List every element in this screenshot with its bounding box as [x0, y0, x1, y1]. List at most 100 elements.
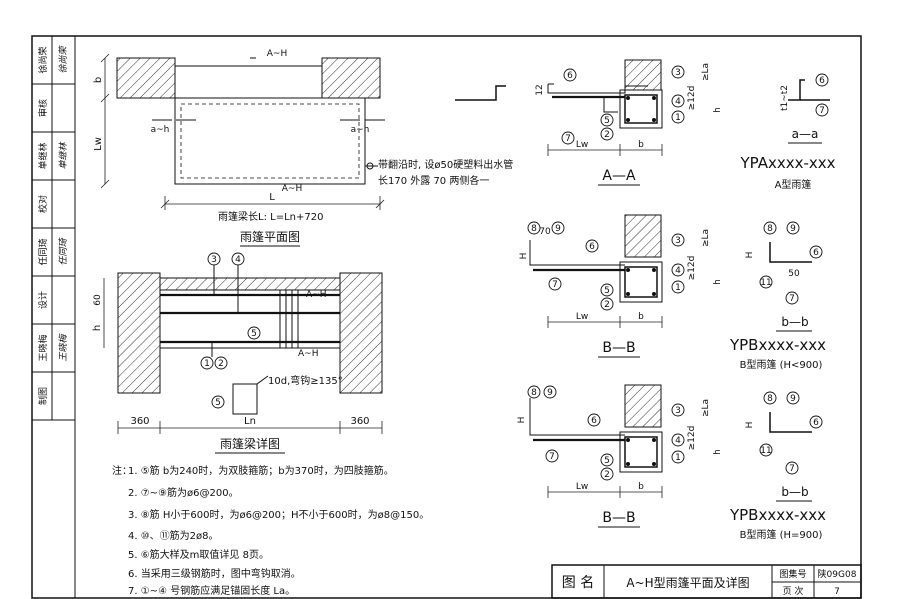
small-bb2-label: b—b [781, 485, 808, 499]
svg-text:6: 6 [567, 71, 573, 81]
small-section-bb-2: 8 9 6 11 7 H b—b YPBxxxx-xxx B型雨篷 (H=900… [729, 391, 826, 541]
plan-dim-lw: Lw [93, 137, 104, 151]
svg-text:9: 9 [547, 388, 553, 398]
title-page-no: 7 [834, 587, 840, 597]
svg-text:≥12d: ≥12d [687, 86, 697, 111]
notes-head: 注： [112, 464, 132, 477]
plan-wall-right [321, 57, 381, 99]
svg-text:1: 1 [675, 453, 681, 463]
svg-text:4: 4 [675, 97, 681, 107]
signoff-role-draw: 制图 [37, 387, 49, 405]
beam-title: 雨篷梁详图 [220, 436, 280, 451]
title-name: A~H型雨篷平面及详图 [626, 575, 749, 590]
svg-text:h: h [713, 279, 723, 285]
svg-text:≥12d: ≥12d [687, 426, 697, 451]
svg-text:11: 11 [760, 278, 771, 288]
signoff-signature-design: 任同琦 [58, 237, 69, 266]
svg-text:9: 9 [790, 224, 796, 234]
svg-text:6: 6 [591, 416, 597, 426]
svg-text:3: 3 [675, 406, 681, 416]
signoff-role-check: 校对 [37, 195, 49, 213]
bb1-type: B型雨篷 (H<900) [740, 358, 823, 371]
signoff-signature-draw: 王晓梅 [58, 333, 69, 362]
small-section-bb-1: 8 9 6 11 7 50 H b—b YPBxxxx-xxx B型雨篷 (H<… [729, 221, 826, 371]
small-bb1-label: b—b [781, 315, 808, 329]
plan-section-bottom: A~H [282, 184, 302, 194]
svg-text:2: 2 [604, 470, 610, 480]
svg-text:6: 6 [813, 248, 819, 258]
svg-text:12: 12 [535, 84, 545, 95]
section-bb-2: 8 9 6 7 5 2 3 4 1 H ≥La ≥12d h Lw b B—B [517, 384, 723, 528]
plan-cut-mark-right: a~h [351, 125, 370, 135]
svg-text:3: 3 [211, 255, 217, 265]
title-page-label: 页 次 [783, 585, 804, 597]
signoff-column: 审核 徐尚荣 徐尚荣 校对 单继林 单继林 设计 任同琦 任同琦 制图 王晓梅 … [32, 36, 75, 421]
signoff-role-design: 设计 [37, 291, 49, 309]
svg-text:5: 5 [215, 398, 221, 408]
section-aa-label: A—A [602, 168, 636, 184]
svg-text:2: 2 [604, 300, 610, 310]
svg-text:7: 7 [549, 452, 555, 462]
svg-text:2: 2 [604, 130, 610, 140]
drain-pipe-note-1: 带翻沿时, 设ø50硬塑料出水管 [378, 158, 513, 171]
beam-marker-2 [214, 356, 228, 370]
signoff-name-review: 徐尚荣 [37, 46, 49, 73]
svg-text:2: 2 [218, 359, 224, 369]
beam-dim-60: 60 [93, 294, 103, 306]
signoff-role-review: 审核 [37, 99, 49, 117]
bb2-type: B型雨篷 (H=900) [740, 528, 823, 541]
svg-text:8: 8 [767, 224, 773, 234]
note-2: 2. ⑦~⑨筋为ø6@200。 [128, 486, 239, 499]
plan-title: 雨篷平面图 [240, 229, 300, 244]
beam-dim-ln: Ln [244, 416, 256, 427]
svg-text:≥12d: ≥12d [687, 256, 697, 281]
svg-text:H: H [745, 422, 755, 429]
notes: 注： 1. ⑤筋 b为240时，为双肢箍筋；b为370时，为四肢箍筋。 2. ⑦… [112, 464, 429, 597]
svg-text:8: 8 [531, 388, 537, 398]
svg-text:7: 7 [552, 280, 558, 290]
svg-text:4: 4 [675, 436, 681, 446]
section-bb-1: 8 9 6 7 5 2 3 4 1 70 H ≥La ≥12d h Lw b B… [519, 214, 723, 358]
svg-text:1: 1 [204, 359, 210, 369]
note-7: 7. ①~④ 号钢筋应满足锚固长度 La。 [128, 584, 295, 597]
svg-text:9: 9 [790, 394, 796, 404]
svg-text:h: h [713, 107, 723, 113]
svg-text:t1~t2: t1~t2 [780, 85, 790, 111]
note-4: 4. ⑩、⑪筋为2ø8。 [128, 529, 219, 542]
svg-text:6: 6 [589, 242, 595, 252]
svg-text:≥La: ≥La [701, 399, 711, 417]
plan-section-top: A~H [267, 49, 287, 59]
beam-detail: A~H A~H 3 4 5 1 2 5 10d,弯钩≥135° 60 h 360… [92, 252, 383, 454]
svg-text:4: 4 [675, 266, 681, 276]
note-3: 3. ⑧筋 H小于600时，为ø6@200；H不小于600时，为ø8@150。 [128, 508, 429, 521]
svg-text:Lw: Lw [576, 312, 588, 322]
section-bb2-label: B—B [602, 510, 635, 526]
canopy-plan-view: A~H A~H a~h a~h 带翻沿时, 设ø50硬塑料出水管 长170 外露… [93, 49, 513, 247]
svg-text:7: 7 [789, 294, 795, 304]
beam-dim-h: h [92, 325, 103, 331]
svg-text:6: 6 [819, 76, 825, 86]
beam-marker-5b [211, 395, 225, 409]
svg-text:7: 7 [565, 134, 571, 144]
svg-text:H: H [517, 417, 527, 424]
bb2-code: YPBxxxx-xxx [729, 506, 826, 524]
section-bb1-label: B—B [602, 340, 635, 356]
beam-section-bottom: A~H [298, 349, 318, 359]
signoff-name-check: 单继林 [37, 142, 49, 169]
svg-text:≥La: ≥La [701, 63, 711, 81]
svg-text:1: 1 [675, 113, 681, 123]
svg-text:4: 4 [235, 255, 241, 265]
svg-text:1: 1 [675, 283, 681, 293]
signoff-signature-check: 单继林 [58, 142, 69, 170]
beam-dim-360-left: 360 [130, 416, 149, 427]
svg-text:9: 9 [555, 224, 561, 234]
title-name-label: 图 名 [562, 575, 594, 591]
signoff-name-design: 任同琦 [37, 238, 49, 265]
beam-section-top: A~H [306, 290, 326, 300]
svg-text:7: 7 [819, 106, 825, 116]
bb1-code: YPBxxxx-xxx [729, 336, 826, 354]
svg-text:6: 6 [813, 418, 819, 428]
note-6: 6. 当采用三级钢筋时，图中弯钩取消。 [128, 567, 301, 580]
svg-text:70: 70 [539, 227, 551, 237]
